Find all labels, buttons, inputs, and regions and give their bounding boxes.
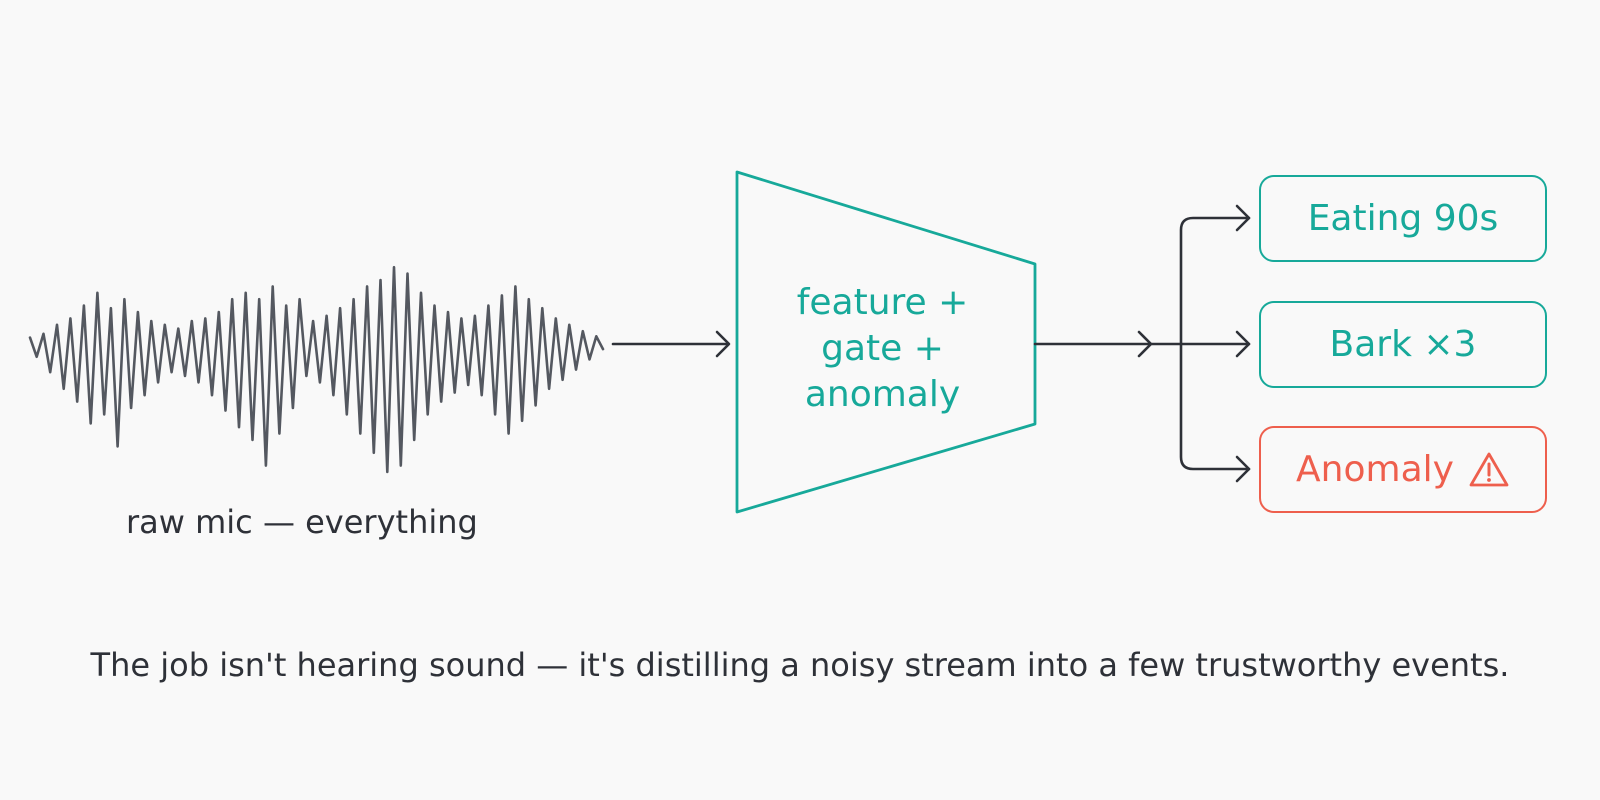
event-label: Bark ×3 [1329,324,1477,365]
event-box-eating: Eating 90s [1259,175,1547,262]
waveform-caption: raw mic — everything [126,503,478,541]
filter-to-events-arrows [1033,204,1251,483]
waveform-to-filter-arrow [611,330,731,358]
filter-stage-label: feature + gate + anomaly [775,280,990,418]
event-box-anomaly: Anomaly [1259,426,1547,513]
warning-icon [1469,452,1509,486]
event-box-bark: Bark ×3 [1259,301,1547,388]
filter-stage-line: anomaly [804,374,961,415]
filter-stage-line: feature + [796,282,969,323]
audio-waveform [28,265,605,474]
event-label: Anomaly [1296,449,1454,490]
event-label: Eating 90s [1307,198,1499,239]
feature-filter-funnel [735,170,1037,514]
filter-stage-line: gate + [821,328,944,369]
diagram-caption: The job isn't hearing sound — it's disti… [90,646,1510,684]
